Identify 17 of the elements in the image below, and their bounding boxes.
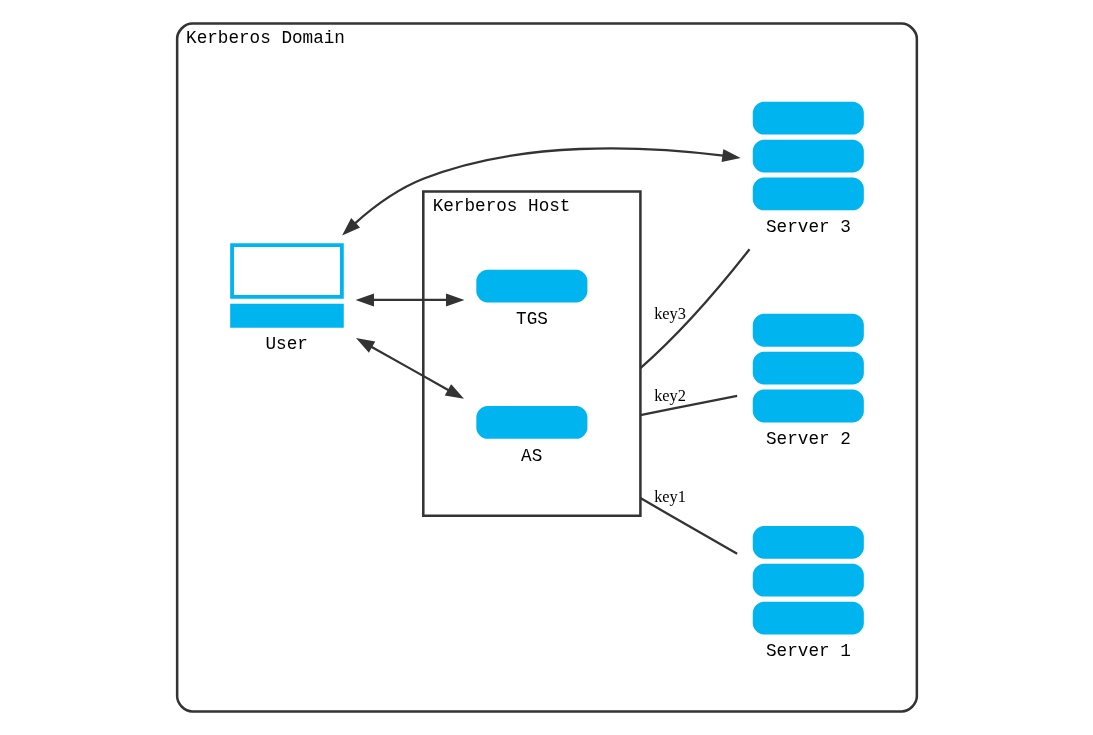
- node-label: Server 2: [765, 429, 851, 450]
- node-box: [475, 269, 587, 303]
- node-label: User: [265, 334, 308, 355]
- arrow: [355, 338, 464, 399]
- node-label: Server 1: [765, 641, 851, 662]
- edge-label: key2: [653, 386, 686, 406]
- connector: [639, 248, 750, 369]
- node-box: [475, 406, 587, 439]
- node-label: Server 3: [765, 217, 851, 238]
- node-label: AS: [520, 445, 542, 466]
- node-label: TGS: [515, 309, 548, 330]
- edge-label: key1: [653, 487, 686, 507]
- arrow: [355, 293, 464, 307]
- edge-label: key3: [653, 304, 686, 324]
- connector: [639, 497, 738, 555]
- connector: [639, 394, 737, 417]
- arrow: [341, 147, 741, 236]
